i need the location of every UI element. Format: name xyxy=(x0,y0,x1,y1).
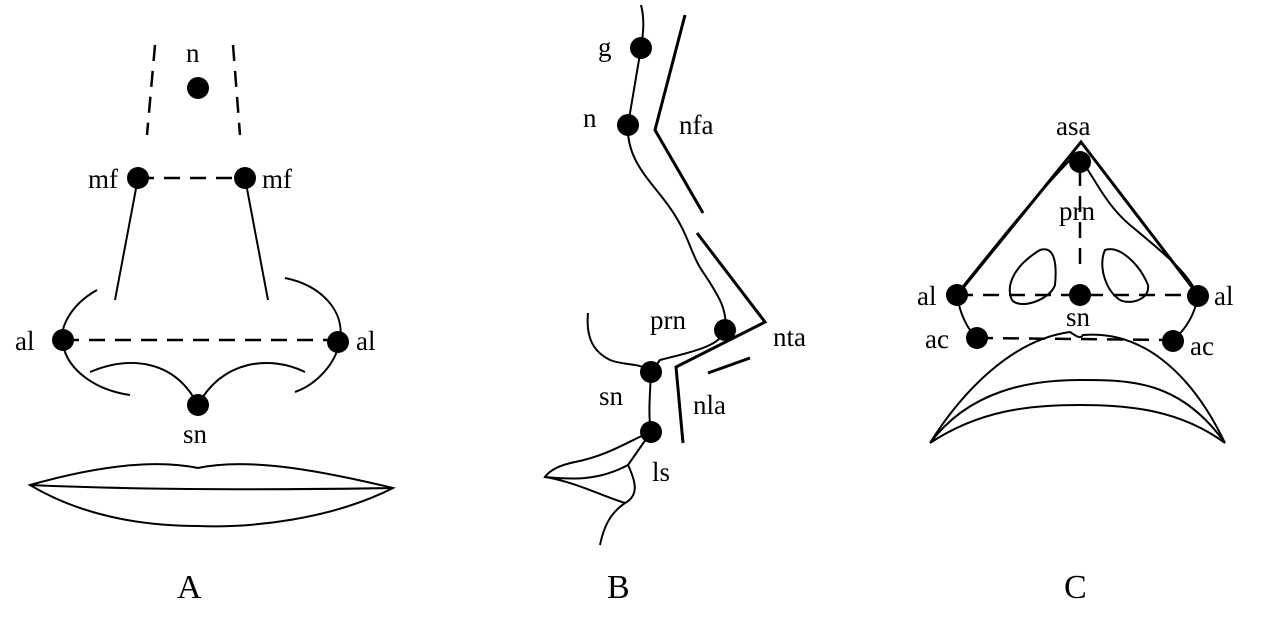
label-sn: sn xyxy=(1066,302,1091,332)
panel-c-basal-view: asa prn al al sn ac ac C xyxy=(917,111,1234,606)
landmark-n xyxy=(187,77,209,99)
ac-ac-line xyxy=(976,336,1174,342)
label-al-right: al xyxy=(1214,281,1234,311)
upper-lip-outline xyxy=(929,330,1226,444)
left-nostril xyxy=(1008,248,1057,305)
nose-side-left xyxy=(114,177,139,301)
landmark-g xyxy=(630,37,652,59)
label-sn: sn xyxy=(599,381,624,411)
panel-b-title: B xyxy=(607,569,630,606)
panel-a-title: A xyxy=(177,569,202,606)
label-prn: prn xyxy=(1059,196,1095,226)
landmark-ac-left xyxy=(966,327,988,349)
label-nfa: nfa xyxy=(679,110,713,140)
label-n: n xyxy=(186,38,200,68)
lips-line xyxy=(29,484,394,491)
landmark-mf-right xyxy=(234,167,256,189)
right-nostril xyxy=(1101,248,1150,303)
landmark-ls xyxy=(640,421,662,443)
landmark-ac-right xyxy=(1162,330,1184,352)
landmark-al-right xyxy=(327,331,349,353)
panel-b-profile-view: g n nfa prn nta sn nla ls B xyxy=(543,4,806,606)
panel-c-title: C xyxy=(1064,569,1087,606)
landmark-al-right xyxy=(1187,285,1209,307)
landmark-prn xyxy=(714,319,736,341)
label-nla: nla xyxy=(693,390,726,420)
landmark-sn xyxy=(187,394,209,416)
lower-lip-line xyxy=(929,403,1226,444)
label-sn: sn xyxy=(183,419,208,449)
label-mf-right: mf xyxy=(262,164,292,194)
profile-columella-line xyxy=(586,312,653,433)
landmark-sn xyxy=(1069,284,1091,306)
label-al-left: al xyxy=(917,281,937,311)
landmark-al-left xyxy=(52,329,74,351)
label-al-right: al xyxy=(356,326,376,356)
nla-parallel-line xyxy=(707,356,751,375)
landmark-sn xyxy=(640,361,662,383)
panel-a-frontal-view: n mf mf al al sn A xyxy=(15,38,396,606)
label-ac-right: ac xyxy=(1190,331,1214,361)
label-g: g xyxy=(598,32,612,62)
label-ls: ls xyxy=(652,457,670,487)
label-mf-left: mf xyxy=(88,164,118,194)
nose-bridge-right-dashed xyxy=(231,44,242,136)
label-asa: asa xyxy=(1056,111,1090,141)
label-ac-left: ac xyxy=(925,324,949,354)
landmark-al-left xyxy=(946,284,968,306)
landmark-mf-left xyxy=(127,167,149,189)
lips-outline xyxy=(27,463,396,528)
profile-lip xyxy=(543,431,652,546)
nasal-tip-outline xyxy=(959,153,1196,291)
label-prn: prn xyxy=(650,305,686,335)
landmark-prn xyxy=(1069,151,1091,173)
nta-nla-angle-lines xyxy=(674,232,768,444)
landmark-n xyxy=(617,114,639,136)
nose-side-right xyxy=(244,177,269,301)
nose-bridge-left-dashed xyxy=(145,44,157,136)
label-nta: nta xyxy=(773,322,806,352)
label-n: n xyxy=(583,103,597,133)
nfa-angle-lines xyxy=(653,14,705,214)
label-al-left: al xyxy=(15,326,35,356)
